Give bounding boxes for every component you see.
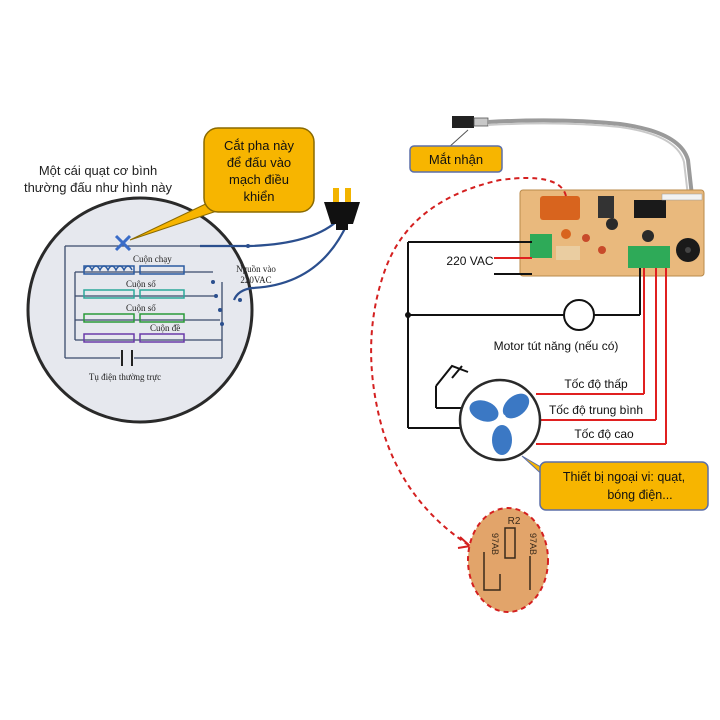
fan-wiring-panel: Một cái quạt cơ bình thường đấu như hình… bbox=[24, 127, 360, 424]
coil-start-label: Cuộn đề bbox=[150, 323, 180, 333]
coil-circuit bbox=[64, 245, 248, 359]
callout-line-3: mạch điều bbox=[229, 172, 289, 187]
control-board-panel: Mắt nhận bbox=[370, 116, 709, 613]
input-label-line-2: 220VAC bbox=[240, 275, 271, 285]
coil-number-2-label: Cuộn số bbox=[126, 303, 156, 313]
callout-line-4: khiển bbox=[243, 189, 274, 204]
fan-icon bbox=[458, 378, 542, 462]
device-line-1: Thiết bị ngoại vi: quạt, bbox=[563, 470, 685, 484]
callout-line-1: Cắt pha này bbox=[224, 138, 295, 153]
mains-wire-1 bbox=[200, 221, 337, 248]
speed-wires bbox=[536, 268, 667, 445]
caption-line-2: thường đấu như hình này bbox=[24, 180, 173, 195]
callout-line-2: để đấu vào bbox=[227, 155, 291, 170]
coil-start bbox=[83, 333, 185, 343]
coil-number-2 bbox=[83, 313, 185, 323]
zoom-part-1: 97AB bbox=[490, 533, 500, 555]
device-line-2: bóng điện... bbox=[607, 488, 672, 502]
coil-number-1-label: Cuộn số bbox=[126, 279, 156, 289]
mains-wire-2 bbox=[232, 221, 350, 301]
magnify-connector bbox=[370, 177, 567, 547]
motor-label: Motor tút năng (nếu có) bbox=[494, 339, 619, 353]
speed-low-label: Tốc độ thấp bbox=[564, 377, 628, 391]
zoom-r2-label: R2 bbox=[508, 516, 521, 527]
swing-motor-symbol bbox=[563, 299, 595, 331]
speed-high-label: Tốc độ cao bbox=[574, 427, 634, 441]
input-label-line-1: Nguồn vào bbox=[236, 264, 276, 274]
cut-phase-callout bbox=[203, 127, 315, 213]
zoom-part-2: 97AB bbox=[528, 533, 538, 555]
terminal-dots bbox=[211, 280, 224, 326]
black-wiring bbox=[407, 241, 641, 429]
pcb-zoom-detail: R2 97AB 97AB bbox=[467, 507, 549, 613]
coil-run-label: Cuộn chạy bbox=[133, 254, 172, 264]
plug-icon bbox=[324, 188, 360, 230]
caption-line-1: Một cái quạt cơ bình bbox=[39, 163, 157, 178]
ir-receiver bbox=[452, 116, 694, 197]
coil-number-1 bbox=[83, 289, 185, 299]
fan-wiring-circle bbox=[26, 196, 254, 424]
speed-mid-label: Tốc độ trung bình bbox=[549, 403, 643, 417]
capacitor-label: Tụ điện thường trực bbox=[89, 372, 161, 382]
receiver-label: Mắt nhận bbox=[429, 152, 483, 167]
control-board bbox=[519, 189, 705, 277]
supply-label: 220 VAC bbox=[446, 254, 493, 268]
device-callout bbox=[539, 461, 709, 511]
receiver-label-box bbox=[409, 145, 503, 173]
cut-mark-icon bbox=[114, 234, 132, 252]
capacitor-symbol bbox=[121, 350, 133, 366]
coil-run bbox=[83, 265, 185, 275]
